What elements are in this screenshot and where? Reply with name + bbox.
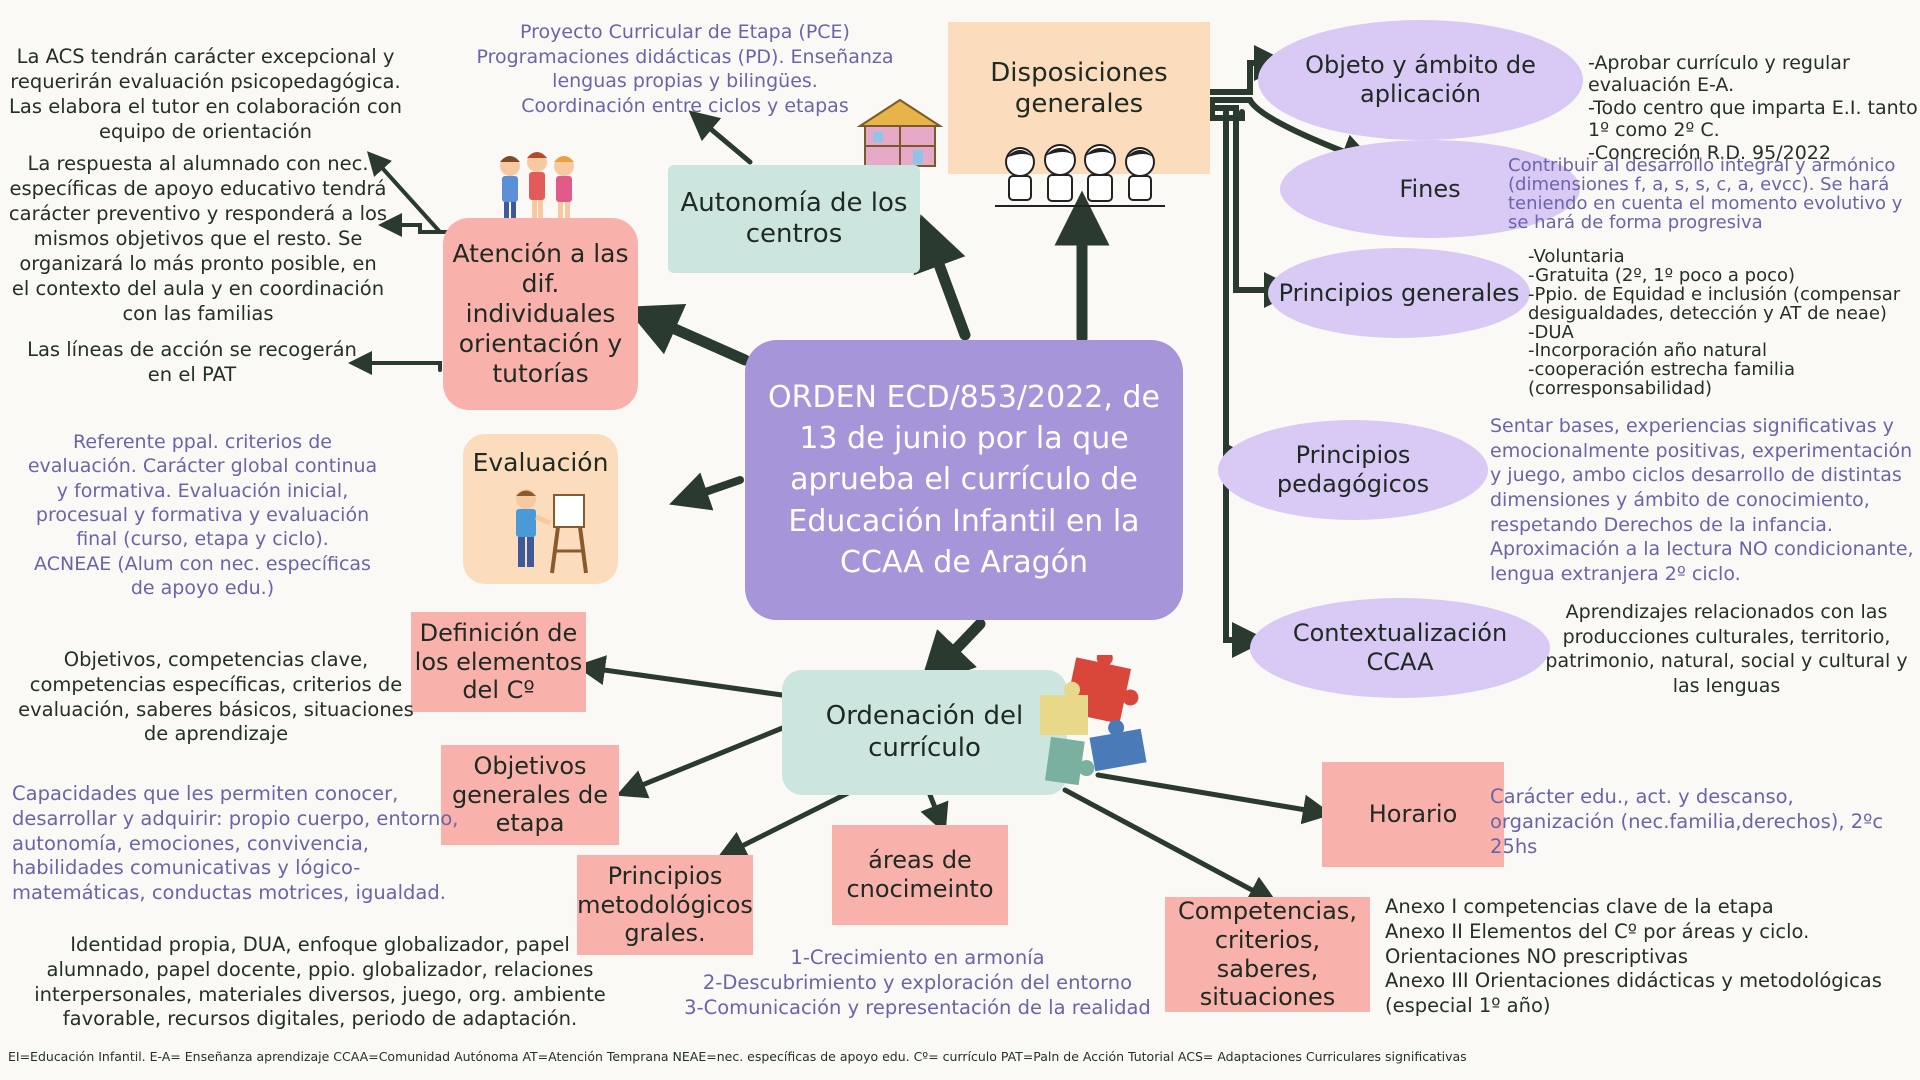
areas-text: 1-Crecimiento en armonía 2-Descubrimient… bbox=[684, 946, 1151, 1019]
competencias-text: Anexo I competencias clave de la etapa A… bbox=[1385, 895, 1882, 1017]
horario-label: Horario bbox=[1368, 800, 1458, 829]
evaluacion-title: Evaluación bbox=[472, 448, 609, 477]
principios-metodologicos-label: Principios metodológicos grales. bbox=[577, 861, 753, 948]
principios-metodologicos-node: Principios metodológicos grales. bbox=[577, 855, 753, 955]
kids-playing-icon bbox=[500, 152, 574, 222]
fines-node: Fines bbox=[1280, 140, 1580, 238]
objetivos-text: Capacidades que les permiten conocer, de… bbox=[12, 782, 459, 904]
children-group-icon bbox=[995, 144, 1165, 207]
objeto-text: -Aprobar currículo y regular evaluación … bbox=[1588, 52, 1918, 164]
competencias-label: Competencias, criterios, saberes, situac… bbox=[1178, 896, 1357, 1012]
center-title-node: ORDEN ECD/853/2022, de 13 de junio por l… bbox=[745, 340, 1183, 620]
horario-text: Carácter edu., act. y descanso, organiza… bbox=[1490, 785, 1884, 858]
contextualizacion-text: Aprendizajes relacionados con las produc… bbox=[1545, 601, 1908, 698]
evaluacion-node: Evaluación bbox=[463, 434, 618, 584]
objetivos-node: Objetivos generales de etapa bbox=[441, 745, 619, 845]
objetivos-label: Objetivos generales de etapa bbox=[451, 751, 609, 838]
principios-pedagogicos-text: Sentar bases, experiencias significativa… bbox=[1490, 415, 1914, 586]
definicion-text: Objetivos, competencias clave, competenc… bbox=[18, 648, 414, 746]
principios-generales-label: Principios generales bbox=[1278, 278, 1520, 307]
ordenacion-title: Ordenación del currículo bbox=[825, 701, 1024, 763]
atencion-pat-text: Las líneas de acción se recogerán en el … bbox=[27, 338, 357, 386]
disposiciones-title: Disposiciones generales bbox=[990, 58, 1168, 120]
principios-pedagogicos-label: Principios pedagógicos bbox=[1276, 441, 1430, 498]
competencias-node: Competencias, criterios, saberes, situac… bbox=[1165, 897, 1370, 1012]
autonomia-text: Proyecto Curricular de Etapa (PCE) Progr… bbox=[476, 21, 894, 118]
definicion-label: Definición de los elementos del Cº bbox=[414, 618, 583, 705]
fines-label: Fines bbox=[1399, 174, 1461, 203]
autonomia-node: Autonomía de los centros bbox=[668, 165, 920, 273]
principios-generales-text: -Voluntaria -Gratuita (2º, 1º poco a poc… bbox=[1528, 246, 1901, 400]
dollhouse-icon bbox=[856, 98, 944, 167]
ordenacion-node: Ordenación del currículo bbox=[782, 670, 1067, 795]
principios-generales-node: Principios generales bbox=[1268, 248, 1530, 338]
principios-metodologicos-text: Identidad propia, DUA, enfoque globaliza… bbox=[34, 933, 606, 1031]
atencion-respuesta-text: La respuesta al alumnado con nec. especí… bbox=[8, 152, 388, 325]
child-painting-icon bbox=[516, 489, 588, 574]
atencion-acs-text: La ACS tendrán carácter excepcional y re… bbox=[9, 45, 402, 143]
atencion-node: Atención a las dif. individuales orienta… bbox=[443, 218, 638, 410]
contextualizacion-label: Contextualización CCAA bbox=[1292, 619, 1508, 676]
footer-abbreviations: EI=Educación Infantil. E-A= Enseñanza ap… bbox=[8, 1049, 1467, 1064]
puzzle-pieces-icon bbox=[1040, 655, 1147, 785]
areas-node: áreas de cnocimeinto bbox=[832, 825, 1008, 925]
areas-label: áreas de cnocimeinto bbox=[846, 846, 994, 903]
disposiciones-node: Disposiciones generales bbox=[948, 22, 1210, 174]
fines-text: Contribuir al desarrollo integral y armó… bbox=[1508, 155, 1903, 233]
definicion-node: Definición de los elementos del Cº bbox=[411, 612, 586, 712]
atencion-title: Atención a las dif. individuales orienta… bbox=[452, 239, 629, 388]
objeto-node: Objeto y ámbito de aplicación bbox=[1258, 20, 1583, 140]
principios-pedagogicos-node: Principios pedagógicos bbox=[1218, 420, 1488, 520]
autonomia-title: Autonomía de los centros bbox=[680, 187, 908, 249]
evaluacion-text: Referente ppal. criterios de evaluación.… bbox=[27, 431, 378, 599]
contextualizacion-node: Contextualización CCAA bbox=[1250, 598, 1550, 698]
horario-node: Horario bbox=[1322, 762, 1504, 867]
objeto-label: Objeto y ámbito de aplicación bbox=[1305, 51, 1536, 108]
